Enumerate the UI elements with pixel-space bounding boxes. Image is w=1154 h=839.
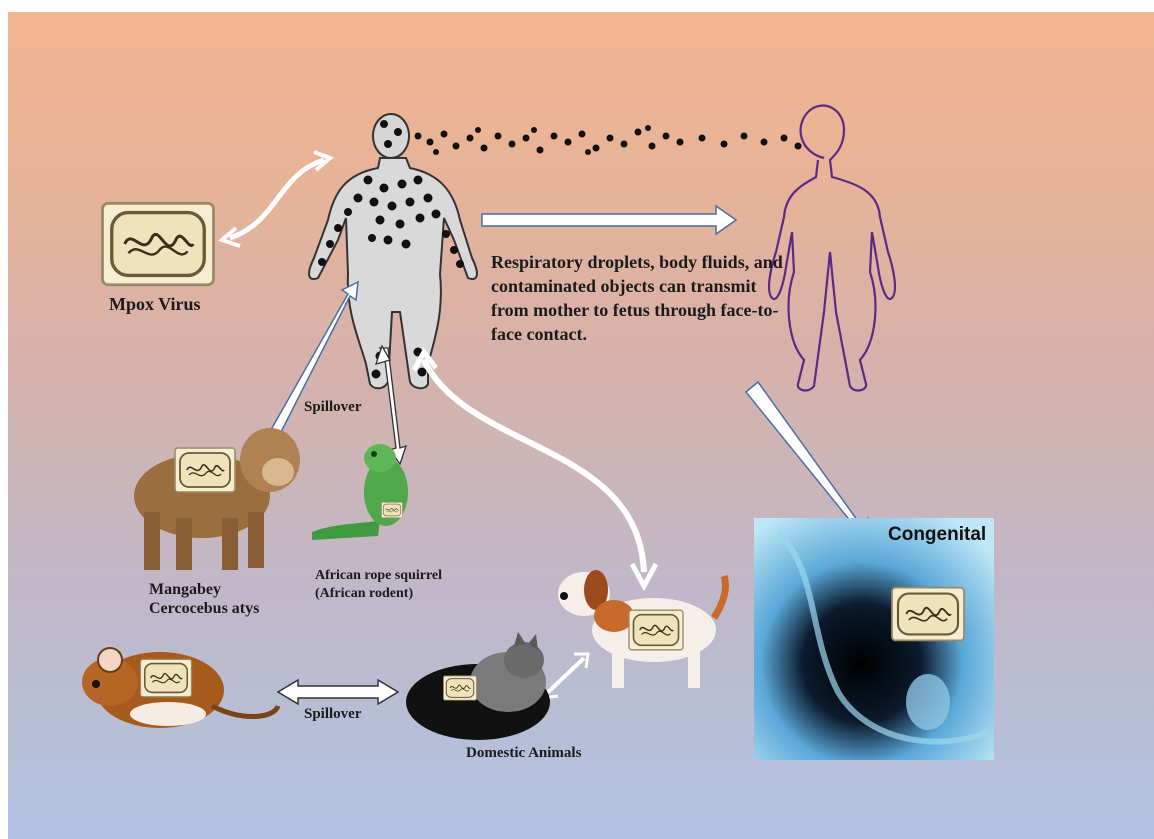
label-squirrel-line1: African rope squirrel (315, 567, 442, 585)
human-figure-icon (309, 114, 477, 388)
squirrel-icon (312, 444, 408, 540)
rat-virus-card-icon (141, 659, 192, 696)
label-squirrel-line2: (African rodent) (315, 585, 442, 603)
diagram-artwork (8, 12, 1154, 839)
label-congenital: Congenital (888, 524, 986, 546)
arrow-dog-human (414, 352, 656, 586)
squirrel-virus-card-icon (382, 502, 403, 517)
arrow-rat-cat (278, 680, 398, 704)
label-mangabey: Mangabey Cercocebus atys (149, 580, 259, 618)
droplet-stream (415, 125, 802, 155)
mpox-transmission-diagram: Mpox Virus Respiratory droplets, body fl… (8, 12, 1154, 839)
cat-virus-card-icon (444, 676, 477, 700)
monkey-virus-card-icon (175, 448, 235, 492)
label-spillover-upper: Spillover (304, 399, 362, 416)
arrow-virus-human (222, 152, 330, 246)
arrow-cat-dog (542, 654, 588, 698)
woman-outline-icon (769, 106, 895, 391)
label-mpox-virus: Mpox Virus (109, 294, 201, 315)
label-transmission-text: Respiratory droplets, body fluids, and c… (491, 250, 791, 346)
label-mangabey-line2: Cercocebus atys (149, 599, 259, 618)
label-spillover-lower: Spillover (304, 706, 362, 723)
mpox-virus-card-icon (103, 203, 214, 284)
dog-virus-card-icon (629, 610, 683, 650)
arrow-human-woman (482, 206, 736, 234)
congenital-virus-card-icon (892, 588, 964, 641)
cat-icon (406, 632, 550, 740)
label-african-rope-squirrel: African rope squirrel (African rodent) (315, 567, 442, 603)
label-domestic-animals: Domestic Animals (466, 745, 581, 762)
label-mangabey-line1: Mangabey (149, 580, 259, 599)
